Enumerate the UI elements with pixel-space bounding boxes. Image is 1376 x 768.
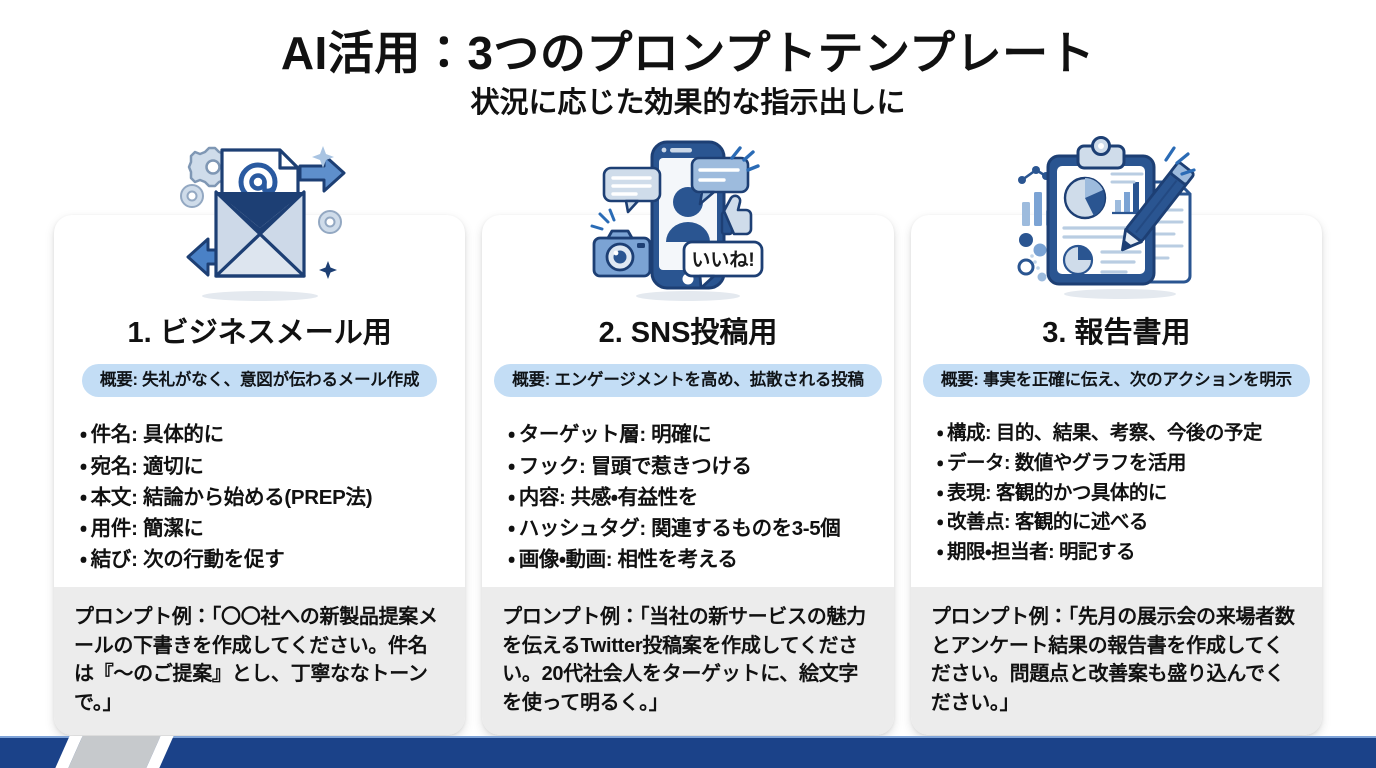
list-item: ・本文: 結論から始める(PREP法) [80,482,445,513]
list-item: ・データ: 数値やグラフを活用 [937,449,1302,479]
list-item-label: ターゲット層: 明確に [518,423,712,447]
list-item: ・画像・動画: 相性を考える [508,544,874,575]
bullet-marker-icon: ・ [936,511,944,534]
list-item: ・構成: 目的、結果、考察、今後の予定 [937,419,1302,449]
list-item: ・内容: 共感・有益性を [508,482,874,513]
prompt-example-text: プロンプト例：「先月の展示会の来場者数とアンケート結果の報告書を作成してください… [930,606,1295,714]
list-item: ・ターゲット層: 明確に [508,419,874,450]
bullet-marker-icon: ・ [80,423,87,447]
card-header: 3. 報告書用 概要: 事実を正確に伝え、次のアクションを明示 [911,215,1322,398]
bullet-marker-icon: ・ [80,485,87,509]
summary-badge: 概要: 失礼がなく、意図が伝わるメール作成 [81,364,438,398]
list-item-label: フック: 冒頭で惹きつける [518,454,752,478]
card-header: 1. ビジネスメール用 概要: 失礼がなく、意図が伝わるメール作成 [54,215,465,398]
prompt-example-box: プロンプト例：「当社の新サービスの魅力を伝えるTwitter投稿案を作成してくだ… [482,587,894,735]
bullet-marker-icon: ・ [936,481,944,504]
list-item-label: 画像・動画: 相性を考える [518,548,738,572]
list-item: ・ハッシュタグ: 関連するものを3-5個 [508,513,874,544]
card-title: 3. 報告書用 [1042,317,1191,349]
prompt-example-box: プロンプト例：「先月の展示会の来場者数とアンケート結果の報告書を作成してください… [910,587,1322,735]
template-card-list: 1. ビジネスメール用 概要: 失礼がなく、意図が伝わるメール作成 ・件名: 具… [54,136,1322,735]
checklist: ・ターゲット層: 明確に ・フック: 冒頭で惹きつける ・内容: 共感・有益性を… [482,397,894,587]
bullet-marker-icon: ・ [508,423,515,447]
badge-wrap: 概要: 失礼がなく、意図が伝わるメール作成 [54,364,465,398]
bullet-marker-icon: ・ [508,548,515,572]
list-item-label: 件名: 具体的に [90,423,224,447]
list-item-label: データ: 数値やグラフを活用 [946,452,1186,475]
list-item-label: 表現: 客観的かつ具体的に [946,481,1167,504]
page-subtitle: 状況に応じた効果的な指示出しに [470,86,906,119]
bullet-marker-icon: ・ [936,540,944,563]
list-item: ・結び: 次の行動を促す [80,544,445,575]
checklist: ・件名: 具体的に ・宛名: 適切に ・本文: 結論から始める(PREP法) ・… [54,397,465,587]
template-card-sns-post[interactable]: 2. SNS投稿用 概要: エンゲージメントを高め、拡散される投稿 ・ターゲット… [482,140,894,735]
prompt-example-text: プロンプト例：「当社の新サービスの魅力を伝えるTwitter投稿案を作成してくだ… [502,606,866,714]
bullet-marker-icon: ・ [936,422,944,445]
list-item-label: 本文: 結論から始める(PREP法) [90,485,373,509]
template-card-business-email[interactable]: 1. ビジネスメール用 概要: 失礼がなく、意図が伝わるメール作成 ・件名: 具… [54,146,466,735]
page-title: AI活用：3つのプロンプトテンプレート [280,27,1096,79]
prompt-example-text: プロンプト例：「〇〇社への新製品提案メールの下書きを作成してください。件名は『〜… [74,606,438,714]
list-item-label: 内容: 共感・有益性を [518,485,698,509]
list-item: ・用件: 簡潔に [80,513,445,544]
card-inner: 2. SNS投稿用 概要: エンゲージメントを高め、拡散される投稿 ・ターゲット… [482,215,894,735]
badge-wrap: 概要: 事実を正確に伝え、次のアクションを明示 [911,364,1322,398]
slide-header: AI活用：3つのプロンプトテンプレート 状況に応じた効果的な指示出しに [0,27,1376,119]
list-item: ・宛名: 適切に [80,451,445,482]
list-item: ・表現: 客観的かつ具体的に [937,479,1302,509]
bullet-marker-icon: ・ [508,516,515,540]
card-title: 1. ビジネスメール用 [127,317,392,349]
list-item-label: 用件: 簡潔に [90,516,204,540]
footer-bar [0,736,1376,768]
list-item-label: 改善点: 客観的に述べる [946,511,1148,534]
bullet-marker-icon: ・ [80,454,87,478]
footer-hairline [0,736,1376,738]
list-item: ・フック: 冒頭で惹きつける [508,451,874,482]
list-item: ・件名: 具体的に [80,419,445,450]
card-header: 2. SNS投稿用 概要: エンゲージメントを高め、拡散される投稿 [482,215,894,398]
card-inner: 1. ビジネスメール用 概要: 失礼がなく、意図が伝わるメール作成 ・件名: 具… [54,215,466,735]
summary-badge: 概要: エンゲージメントを高め、拡散される投稿 [494,364,882,398]
list-item: ・期限・担当者: 明記する [937,538,1302,568]
bullet-marker-icon: ・ [80,548,87,572]
prompt-example-box: プロンプト例：「〇〇社への新製品提案メールの下書きを作成してください。件名は『〜… [54,587,466,735]
list-item-label: ハッシュタグ: 関連するものを3-5個 [518,516,841,540]
summary-badge: 概要: 事実を正確に伝え、次のアクションを明示 [922,364,1310,398]
list-item-label: 結び: 次の行動を促す [90,548,285,572]
list-item-label: 期限・担当者: 明記する [946,540,1136,563]
bullet-marker-icon: ・ [936,452,944,475]
bullet-marker-icon: ・ [508,454,515,478]
list-item-label: 構成: 目的、結果、考察、今後の予定 [946,422,1262,445]
badge-wrap: 概要: エンゲージメントを高め、拡散される投稿 [482,364,894,398]
checklist: ・構成: 目的、結果、考察、今後の予定 ・データ: 数値やグラフを活用 ・表現:… [911,397,1322,587]
card-inner: 3. 報告書用 概要: 事実を正確に伝え、次のアクションを明示 ・構成: 目的、… [910,215,1322,735]
template-card-report[interactable]: 3. 報告書用 概要: 事実を正確に伝え、次のアクションを明示 ・構成: 目的、… [910,136,1322,735]
card-title: 2. SNS投稿用 [598,317,778,349]
list-item-label: 宛名: 適切に [90,454,204,478]
bullet-marker-icon: ・ [80,516,87,540]
bullet-marker-icon: ・ [508,485,515,509]
list-item: ・改善点: 客観的に述べる [937,508,1302,538]
